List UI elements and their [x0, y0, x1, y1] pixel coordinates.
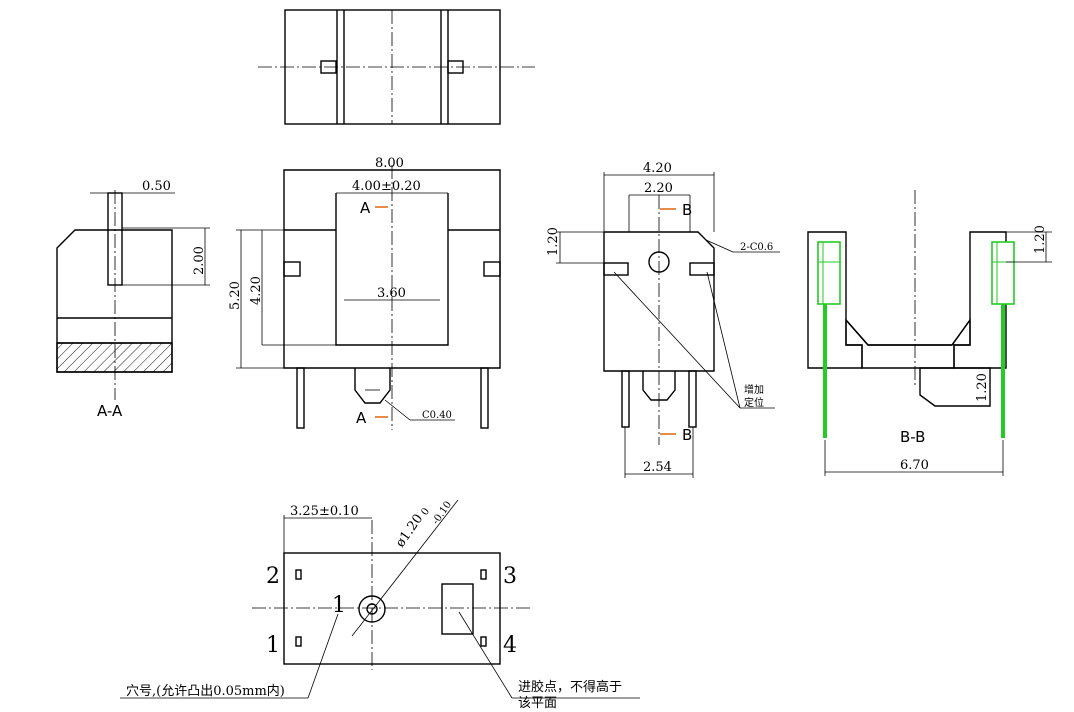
dim-aa-height: 2.00: [192, 246, 207, 275]
dim-total-height: 5.20: [228, 281, 243, 310]
note-add-position-2: 定位: [744, 396, 764, 409]
dim-side-inner-width: 2.20: [644, 181, 673, 196]
dim-bottom-diameter: ø1.20: [393, 512, 426, 551]
section-mark-a-top: A: [360, 199, 371, 217]
section-bb-label: B-B: [900, 428, 925, 446]
note-gate-line2: 该平面: [518, 696, 557, 711]
dim-bb-width: 6.70: [900, 458, 929, 473]
pin-number-1: 1: [266, 633, 280, 658]
section-bb-view: 1.20 1.20 6.70 B-B: [807, 190, 1052, 476]
front-view: 8.00 4.00±0.20 3.60 5.20 4.20 A A C0.40: [228, 156, 501, 430]
dim-side-chamfer: 2-C0.6: [740, 242, 773, 253]
dim-aa-width: 0.50: [142, 179, 171, 194]
note-hole-number: 穴号,(允许凸出0.05mm内): [126, 683, 285, 699]
dim-bb-height-bottom: 1.20: [975, 373, 990, 402]
pin-number-3: 3: [503, 564, 517, 589]
dim-front-chamfer: C0.40: [422, 410, 452, 421]
section-mark-b-top: B: [682, 201, 692, 219]
dim-bottom-tol-lo: -0.10: [430, 499, 454, 526]
dim-slot-height: 4.20: [249, 276, 264, 305]
dim-side-height: 1.20: [546, 227, 561, 256]
dim-side-width: 4.20: [643, 161, 672, 176]
dim-bottom-tol-hi: 0: [419, 506, 432, 518]
section-mark-b-bottom: B: [682, 426, 692, 444]
dim-slot-width: 4.00±0.20: [352, 179, 421, 194]
note-gate-line1: 进胶点，不得高于: [518, 679, 622, 695]
pin-number-4: 4: [503, 633, 517, 658]
section-mark-a-bottom: A: [356, 409, 367, 427]
dim-bb-height-top: 1.20: [1033, 225, 1048, 254]
pin-number-2: 2: [266, 564, 280, 589]
side-view: 4.20 2.20 1.20 2.54 2-C0.6 增加 定位 B B: [546, 161, 780, 478]
section-aa-label: A-A: [97, 402, 123, 420]
dim-side-pitch: 2.54: [643, 460, 672, 475]
dim-inner-width: 3.60: [377, 286, 406, 301]
bottom-view: 3.25±0.10 ø1.20 0 -0.10 2 1 3 4 1 穴号,(允许…: [120, 499, 640, 711]
top-view: [258, 9, 535, 125]
note-add-position-1: 增加: [744, 383, 764, 396]
section-aa-view: 0.50 2.00 A-A: [56, 179, 210, 420]
dim-total-width: 8.00: [375, 156, 404, 171]
dim-bottom-width: 3.25±0.10: [290, 504, 359, 519]
hole-number: 1: [332, 593, 346, 618]
